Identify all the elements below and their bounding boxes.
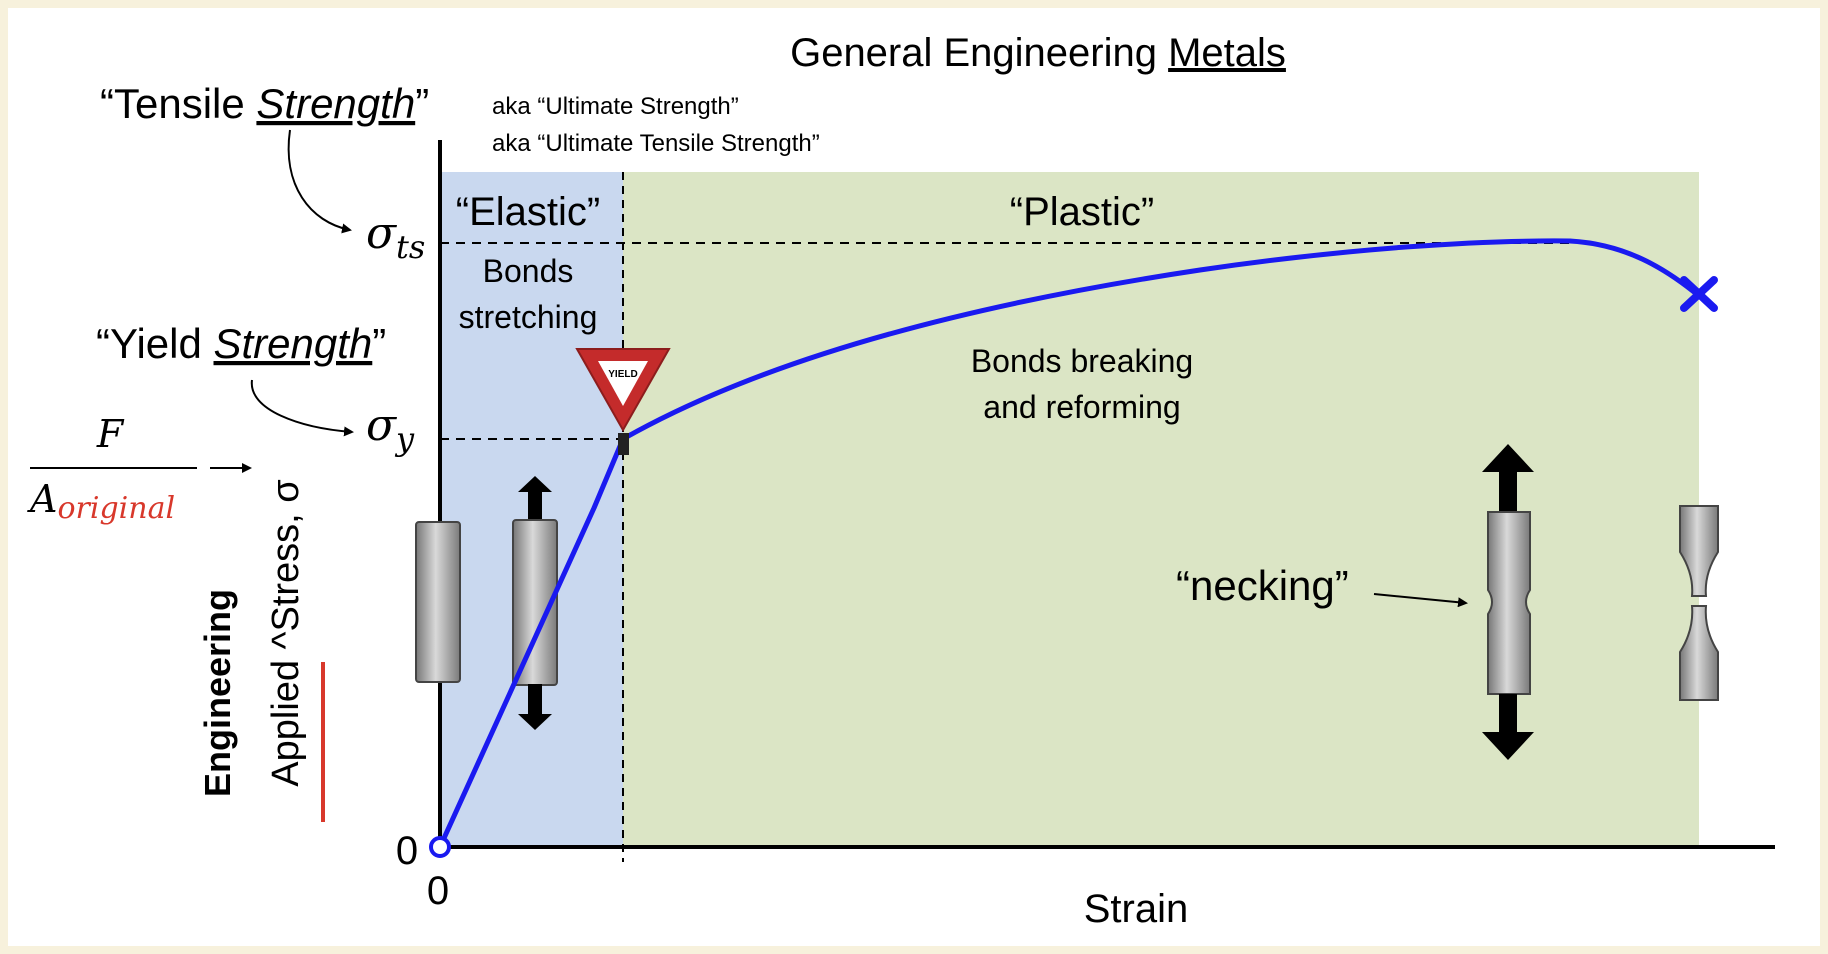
specimen-unloaded — [415, 521, 461, 683]
necking-label: “necking” — [1176, 562, 1349, 609]
aka-ultimate-strength: aka “Ultimate Strength” — [492, 93, 739, 120]
plastic-desc-line1: Bonds breaking — [971, 343, 1193, 379]
yield-strength-label: “Yield Strength” — [96, 320, 386, 367]
y-axis-label-engineering: Engineering — [197, 589, 238, 797]
x-origin-label: 0 — [427, 869, 449, 913]
formula-numerator: F — [96, 412, 125, 456]
plastic-region — [623, 172, 1699, 846]
yield-sign-icon: YIELD — [575, 348, 671, 433]
tensile-strength-label: “Tensile Strength” — [100, 80, 429, 127]
necking-down-arrow — [1482, 694, 1534, 760]
sigma-y-symbol: σy — [366, 400, 415, 458]
origin-point — [429, 836, 451, 858]
sigma-ts-symbol: σts — [366, 208, 425, 266]
stress-strain-curve — [437, 238, 1701, 849]
plastic-region-title: “Plastic” — [1010, 190, 1154, 234]
y-origin-label: 0 — [396, 829, 418, 873]
diagram-title: General Engineering Metals — [790, 31, 1286, 75]
elastic-desc-line2: stretching — [459, 299, 598, 335]
specimen-fractured-bottom — [1679, 605, 1719, 701]
elastic-desc-line1: Bonds — [483, 253, 574, 289]
necking-pointer-arrow — [1373, 593, 1468, 608]
plastic-desc-line2: and reforming — [983, 389, 1180, 425]
yield-point-marker — [618, 433, 629, 455]
specimen-necking — [1487, 511, 1531, 695]
elastic-down-arrow — [518, 684, 552, 730]
x-axis-label-strain: Strain — [1084, 887, 1189, 931]
y-axis-label-stress: Applied ^Stress, σ — [265, 479, 307, 786]
yield-sign-text: YIELD — [608, 369, 637, 380]
necking-up-arrow — [1482, 444, 1534, 512]
elastic-region-title: “Elastic” — [456, 190, 600, 234]
yield-pointer-arrow — [250, 379, 354, 437]
aka-ultimate-tensile-strength: aka “Ultimate Tensile Strength” — [492, 130, 820, 157]
tensile-pointer-arrow — [287, 129, 352, 234]
formula-denominator: Aoriginal — [27, 477, 175, 526]
fracture-point-x — [1680, 276, 1718, 312]
elastic-up-arrow — [518, 476, 552, 522]
specimen-fractured-top — [1679, 505, 1719, 597]
